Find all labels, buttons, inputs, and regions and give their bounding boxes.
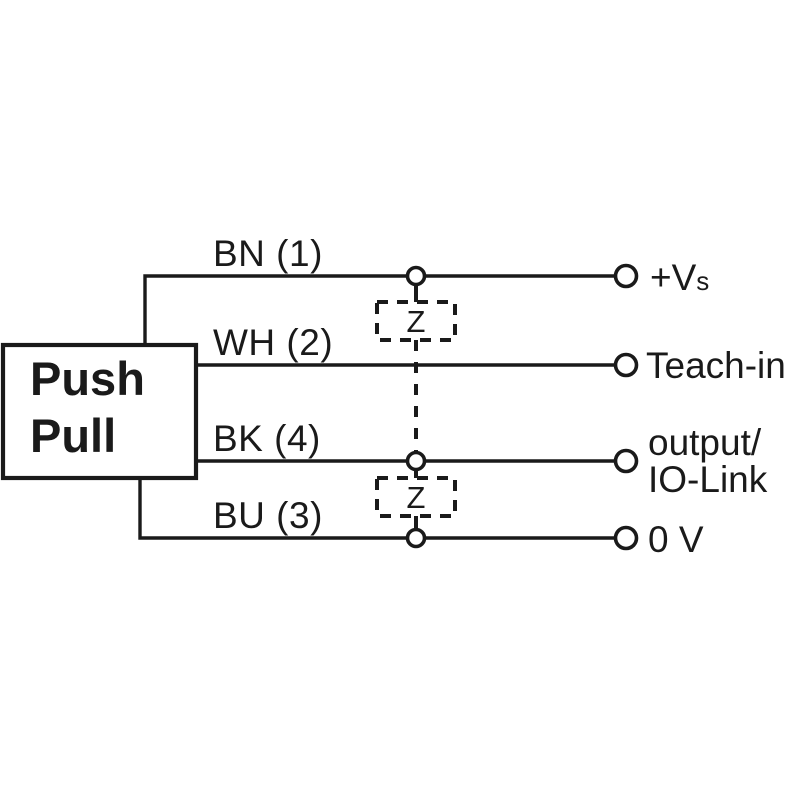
terminal-label-0v: 0 V xyxy=(648,519,704,560)
wire-label-bu: BU (3) xyxy=(213,495,323,536)
terminal-label-vs: +Vs xyxy=(650,257,709,298)
push-pull-device-box xyxy=(0,342,199,481)
device-label-line1: Push xyxy=(30,352,145,405)
wire-bn-1 xyxy=(143,274,616,345)
terminal-label-vs-subscript: s xyxy=(696,266,709,296)
junction-dot-bn xyxy=(405,265,427,287)
z-lower-label: Z xyxy=(407,480,426,515)
terminal-circle-0v[interactable] xyxy=(613,525,639,551)
wire-label-bk: BK (4) xyxy=(213,418,321,459)
device-label-line2: Pull xyxy=(30,409,116,462)
wire-label-wh: WH (2) xyxy=(213,322,333,363)
terminal-label-vs-main: +V xyxy=(650,257,697,298)
junction-dot-bk xyxy=(405,450,427,472)
terminal-label-teach-in: Teach-in xyxy=(646,345,786,386)
terminal-circle-teach-in[interactable] xyxy=(613,352,639,378)
z-upper-label: Z xyxy=(407,304,426,339)
terminal-label-iolink: IO-Link xyxy=(648,459,768,500)
terminal-label-output: output/ xyxy=(648,422,762,463)
wire-label-bn: BN (1) xyxy=(213,233,323,274)
terminal-circle-vs[interactable] xyxy=(613,263,639,289)
junction-dot-bu xyxy=(405,527,427,549)
terminal-circle-output-iolink[interactable] xyxy=(613,448,639,474)
wire-bu-3 xyxy=(138,478,616,540)
